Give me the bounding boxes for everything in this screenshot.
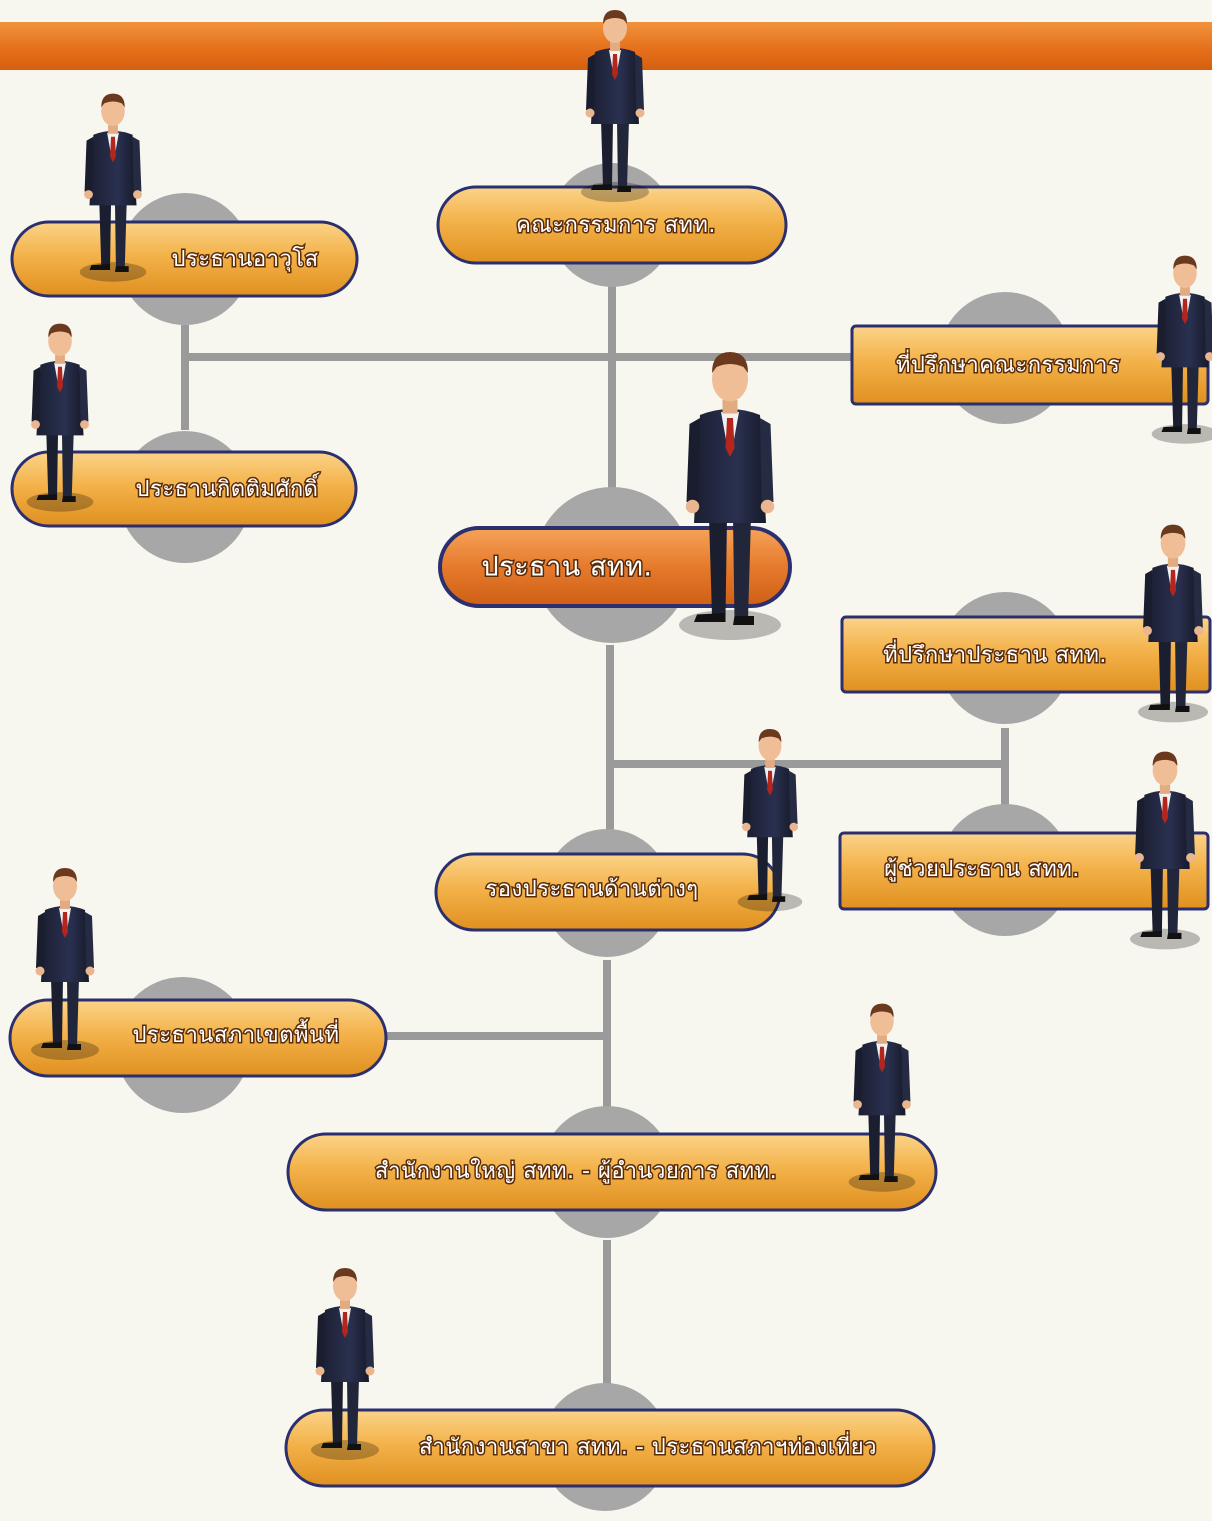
boxes xyxy=(8,185,1212,1488)
node-president-label: ประธาน สทท. xyxy=(482,552,653,583)
connectors xyxy=(181,285,1009,1385)
node-president-box xyxy=(438,526,792,608)
node-area-label: ประธานสภาเขตพื้นที่ xyxy=(132,1019,339,1048)
businessman-icon xyxy=(1129,751,1201,950)
node-board-advisor-label: ที่ปรึกษาคณะกรรมการ xyxy=(896,349,1120,378)
node-assistant-label: ผู้ช่วยประธาน สทท. xyxy=(884,857,1079,882)
node-branch-label: สำนักงานสาขา สทท. - ประธานสภาฯท่องเที่ยว xyxy=(419,1431,877,1460)
node-assistant-box xyxy=(838,831,1210,911)
node-branch-box xyxy=(284,1408,936,1488)
node-honorary-label: ประธานกิตติมศักดิ์ xyxy=(136,473,321,502)
node-head-office-label: สำนักงานใหญ่ สทท. - ผู้อำนวยการ สทท. xyxy=(375,1158,777,1184)
node-vp-label: รองประธานด้านต่างๆ xyxy=(485,877,698,902)
node-board-label: คณะกรรมการ สทท. xyxy=(516,213,716,238)
labels: คณะกรรมการ สทท. ประธานอาวุโส ที่ปรึกษาคณ… xyxy=(131,212,1121,1462)
node-president-advisor-box xyxy=(840,615,1212,694)
node-president-advisor-label: ที่ปรึกษาประธาน สทท. xyxy=(883,639,1107,668)
businessman-icon xyxy=(1151,255,1212,444)
node-senior-label: ประธานอาวุโส xyxy=(171,246,318,272)
node-honorary-box xyxy=(10,450,358,528)
node-area-box xyxy=(8,998,388,1078)
node-head-office-box xyxy=(286,1132,938,1212)
